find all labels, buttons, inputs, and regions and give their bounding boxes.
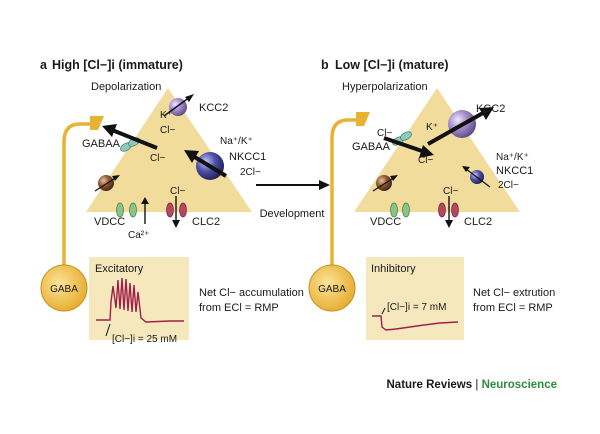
- panel-b-gaba-label: GABA: [318, 284, 346, 295]
- panel-b: b Low [Cl−]i (mature) Hyperpolarization …: [308, 58, 555, 340]
- footer-section: Neuroscience: [482, 379, 557, 391]
- panel-a-nak-label: Na⁺/K⁺: [220, 136, 253, 147]
- footer: Nature Reviews | Neuroscience: [387, 379, 558, 391]
- panel-a-trace-line: [96, 277, 184, 323]
- panel-b-brown-transporter: [376, 175, 392, 191]
- panel-a-clc2-channel: [166, 202, 174, 218]
- panel-a-cl-top-label: Cl−: [160, 125, 175, 136]
- panel-a-ca-label: Ca²⁺: [128, 230, 149, 241]
- panel-a-terminal: [90, 116, 104, 130]
- panel-a-cell-body: [86, 88, 252, 212]
- panel-b-vdcc-channel: [390, 202, 398, 218]
- panel-b-kcc2-label: KCC2: [476, 103, 505, 115]
- panel-b-nkcc1-arrow: [465, 168, 491, 188]
- panel-b-cl-mid-label: Cl−: [418, 155, 433, 166]
- panel-a-net-text-2: from ECl = RMP: [199, 302, 279, 314]
- panel-a-nkcc1-arrow: [191, 154, 228, 178]
- panel-b-trace-title: Inhibitory: [371, 263, 416, 275]
- panel-b-nkcc1-label: NKCC1: [496, 165, 533, 177]
- panel-b-state: Hyperpolarization: [342, 81, 428, 93]
- panel-a-cl-low-label: Cl−: [170, 186, 185, 197]
- panel-b-2cl-label: 2Cl−: [498, 180, 519, 191]
- svg-text:Nature Reviews | N: Nature Reviews | Neuroscience: [387, 379, 558, 391]
- panel-a-kcc2-label: KCC2: [199, 102, 228, 114]
- panel-a-axon: [62, 122, 92, 270]
- panel-a-trace-note: [Cl−]i = 25 mM: [112, 334, 177, 345]
- panel-a-gaba-neuron: [40, 264, 88, 312]
- panel-b-gaba-neuron: [308, 264, 356, 312]
- panel-b-clc2-channel: [438, 202, 446, 218]
- panel-a-letter: a: [40, 58, 48, 72]
- panel-a-state: Depolarization: [91, 81, 161, 93]
- panel-b-cl-top-label: Cl−: [377, 128, 392, 139]
- footer-journal: Nature Reviews: [387, 379, 473, 391]
- panel-a-nkcc1-label: NKCC1: [229, 151, 266, 163]
- panel-b-title: Low [Cl−]i (mature): [335, 58, 449, 72]
- panel-a-cl-efflux-arrow: [111, 128, 158, 150]
- panel-a-2cl-label: 2Cl−: [240, 167, 261, 178]
- panel-a-vdcc-label: VDCC: [94, 216, 125, 228]
- footer-separator: |: [475, 379, 478, 391]
- panel-a-net-text-1: Net Cl− accumulation: [199, 287, 304, 299]
- panel-a-k-label: K⁺: [160, 110, 172, 121]
- panel-b-axon: [330, 118, 358, 270]
- panel-a-cl-mid-label: Cl−: [150, 153, 165, 164]
- panel-b-trace-note: [Cl−]i = 7 mM: [387, 302, 446, 313]
- panel-b-clc2-label: CLC2: [464, 216, 492, 228]
- panel-a-gaba-a-label: GABAA: [82, 138, 121, 150]
- panel-b-letter: b: [321, 58, 329, 72]
- panel-b-net-text-2: from ECl = RMP: [473, 302, 553, 314]
- panel-b-nak-label: Na⁺/K⁺: [496, 152, 529, 163]
- development-label: Development: [260, 208, 325, 220]
- panel-b-terminal: [356, 112, 370, 126]
- panel-b-gaba-a-label: GABAA: [352, 141, 391, 153]
- development-arrow: Development: [256, 180, 330, 220]
- panel-a-title: High [Cl−]i (immature): [52, 58, 183, 72]
- panel-b-k-label: K⁺: [426, 122, 438, 133]
- panel-a-brown-transporter: [98, 175, 114, 191]
- panel-a-vdcc-channel: [116, 202, 124, 218]
- panel-b-vdcc-label: VDCC: [370, 216, 401, 228]
- panel-b-trace-line: [372, 315, 459, 331]
- panel-a-kcc2-arrow: [163, 96, 191, 117]
- panel-b-cl-low-label: Cl−: [443, 186, 458, 197]
- panel-b-cl-influx-arrow: [383, 136, 426, 154]
- panel-a-trace-title: Excitatory: [95, 263, 144, 275]
- panel-b-net-text-1: Net Cl− extrution: [473, 287, 555, 299]
- panel-a: a High [Cl−]i (immature) Depolarization …: [40, 58, 304, 345]
- panel-a-gaba-label: GABA: [50, 284, 78, 295]
- panel-b-kcc2-arrow: [427, 111, 484, 146]
- panel-a-clc2-label: CLC2: [192, 216, 220, 228]
